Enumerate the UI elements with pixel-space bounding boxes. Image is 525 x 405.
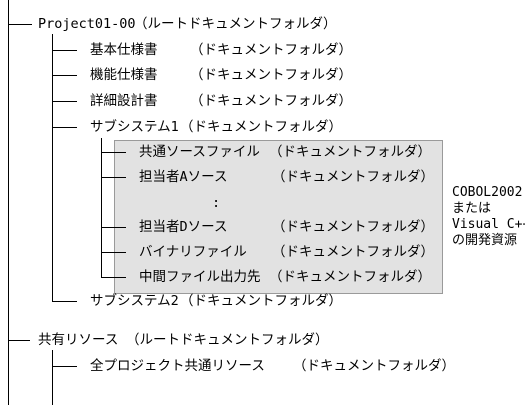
connector-shared-root: [8, 340, 30, 341]
folder-name-1: 基本仕様書: [90, 42, 158, 58]
connector-sub-2: [101, 177, 126, 178]
connector-sub-4: [101, 252, 126, 253]
shared-root-type: （ルートドキュメントフォルダ）: [126, 332, 329, 348]
sub-item-name-1: 共通ソースファイル: [139, 144, 260, 160]
shared-child-name: 全プロジェクト共通リソース: [90, 358, 265, 374]
folder-type-5: （ドキュメントフォルダ）: [180, 293, 342, 309]
sub-item-type-5: （ドキュメントフォルダ）: [269, 269, 431, 285]
trunk-line: [8, 0, 9, 405]
shared-child-type: （ドキュメントフォルダ）: [293, 358, 455, 374]
folder-type-2: （ドキュメントフォルダ）: [190, 67, 352, 83]
annotation-line-4: の開発資源: [452, 233, 518, 248]
folder-type-4: （ドキュメントフォルダ）: [180, 119, 342, 135]
ellipsis-marker: :: [212, 195, 221, 211]
connector-project-root: [8, 24, 32, 25]
subsystem-children-line: [101, 138, 102, 278]
project-children-line: [52, 34, 53, 302]
sub-item-name-4: バイナリファイル: [139, 244, 247, 260]
sub-item-type-1: （ドキュメントフォルダ）: [269, 144, 431, 160]
sub-item-type-4: （ドキュメントフォルダ）: [272, 244, 434, 260]
annotation-line-3: Visual C++: [452, 217, 525, 232]
folder-name-2: 機能仕様書: [90, 67, 158, 83]
annotation-line-1: COBOL2002: [452, 185, 523, 200]
sub-item-name-2: 担当者Aソース: [139, 169, 228, 185]
folder-name-5: サブシステム2: [90, 293, 179, 309]
folder-name-3: 詳細設計書: [90, 93, 158, 109]
project-root-name: Project01-00: [38, 16, 136, 32]
connector-sub-5: [101, 277, 126, 278]
sub-item-type-3: （ドキュメントフォルダ）: [272, 219, 434, 235]
connector-sub-3: [101, 227, 126, 228]
connector-child-2: [52, 75, 77, 76]
connector-child-3: [52, 101, 77, 102]
sub-item-type-2: （ドキュメントフォルダ）: [272, 169, 434, 185]
shared-children-line: [52, 350, 53, 405]
connector-shared-child: [52, 366, 77, 367]
sub-item-name-3: 担当者Dソース: [139, 219, 228, 235]
connector-child-5: [52, 301, 77, 302]
folder-type-3: （ドキュメントフォルダ）: [190, 93, 352, 109]
connector-child-1: [52, 50, 77, 51]
project-root-type: （ルートドキュメントフォルダ）: [134, 16, 337, 32]
folder-type-1: （ドキュメントフォルダ）: [190, 42, 352, 58]
connector-sub-1: [101, 152, 126, 153]
dev-resources-highlight-box: [114, 140, 443, 294]
sub-item-name-5: 中間ファイル出力先: [139, 269, 261, 285]
annotation-line-2: または: [452, 201, 492, 216]
shared-root-name: 共有リソース: [38, 332, 119, 348]
connector-child-4: [52, 127, 77, 128]
folder-name-4: サブシステム1: [90, 119, 179, 135]
